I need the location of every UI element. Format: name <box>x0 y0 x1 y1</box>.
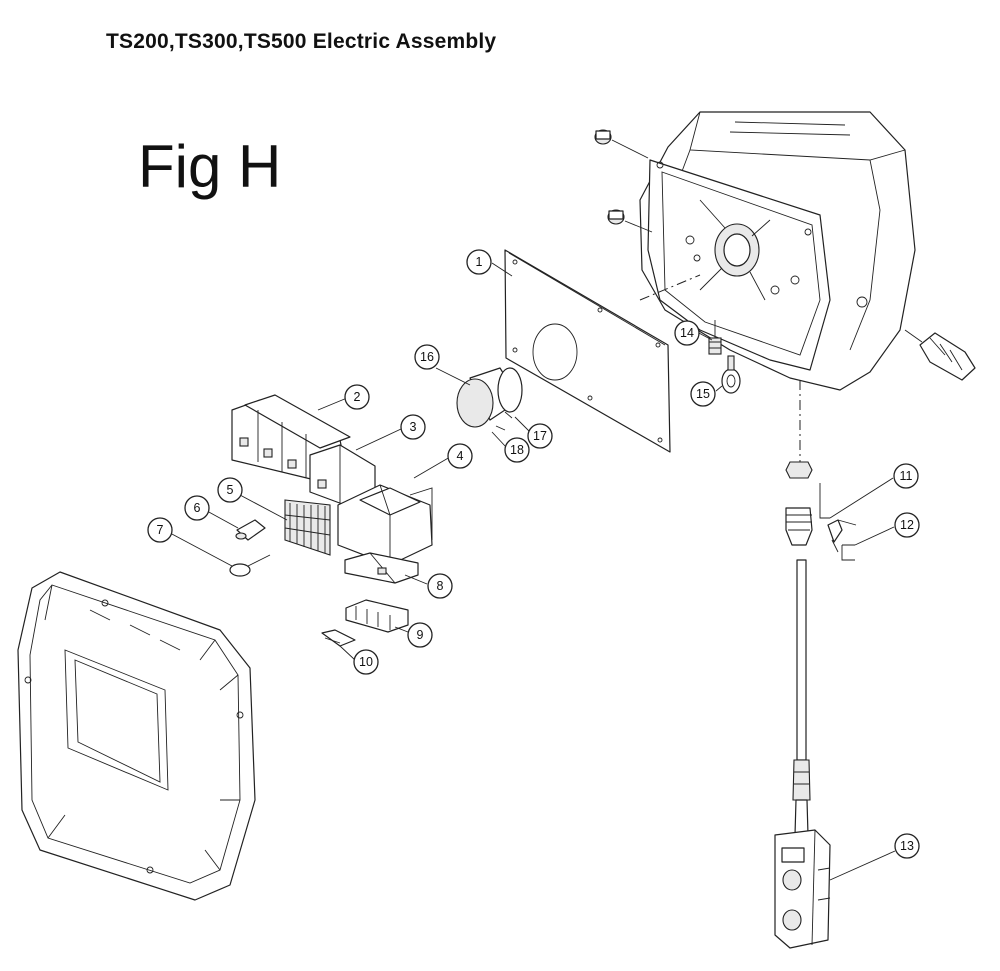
round-component <box>229 554 271 577</box>
callout-12-label: 12 <box>900 518 914 532</box>
callout-4: 4 <box>447 443 473 469</box>
callout-7: 7 <box>147 517 173 543</box>
callout-18: 18 <box>504 437 530 463</box>
callout-6-label: 6 <box>194 501 201 515</box>
capacitor <box>456 367 523 431</box>
mounting-plate <box>504 249 671 453</box>
cable-gland-lower <box>785 507 813 546</box>
callout-9-label: 9 <box>417 628 424 642</box>
callout-16-label: 16 <box>420 350 434 364</box>
callout-13: 13 <box>894 833 920 859</box>
motor-housing <box>639 111 916 391</box>
callout-3-label: 3 <box>410 420 417 434</box>
callout-18-label: 18 <box>510 443 524 457</box>
callout-2: 2 <box>344 384 370 410</box>
callout-5: 5 <box>217 477 243 503</box>
callout-1-label: 1 <box>476 255 483 269</box>
callout-11-label: 11 <box>900 469 913 483</box>
figure-label: Fig H <box>138 133 282 200</box>
housing-plug-top <box>594 129 649 159</box>
pendant-cable <box>792 559 811 836</box>
callout-1: 1 <box>466 249 492 275</box>
callout-10-label: 10 <box>359 655 373 669</box>
relay-component <box>235 519 266 541</box>
callout-15: 15 <box>690 381 716 407</box>
callout-5-label: 5 <box>227 483 234 497</box>
axis-line-board <box>639 274 701 301</box>
cable-strain-nut <box>785 461 813 479</box>
callout-15-label: 15 <box>696 387 710 401</box>
jumper-connector <box>321 629 356 647</box>
callout-14: 14 <box>674 320 700 346</box>
callout-10: 10 <box>353 649 379 675</box>
rectifier-module <box>344 552 419 584</box>
cable-gland-right <box>904 329 976 381</box>
callout-11: 11 <box>893 463 919 489</box>
ground-clip <box>827 519 857 553</box>
terminal-block <box>345 599 409 633</box>
leader-lines <box>169 262 896 881</box>
transformer <box>337 484 433 566</box>
contactor-single <box>309 444 376 506</box>
callout-13-label: 13 <box>900 839 914 853</box>
callout-8: 8 <box>427 573 453 599</box>
housing-cover <box>17 571 256 901</box>
terminal-strip <box>284 499 331 556</box>
callout-7-label: 7 <box>157 523 164 537</box>
callout-17-label: 17 <box>533 429 547 443</box>
breather-fitting <box>708 320 722 355</box>
callout-16: 16 <box>414 344 440 370</box>
callout-17: 17 <box>527 423 553 449</box>
callout-6: 6 <box>184 495 210 521</box>
callout-8-label: 8 <box>437 579 444 593</box>
callout-3: 3 <box>400 414 426 440</box>
pendant-control <box>774 829 831 949</box>
callout-9: 9 <box>407 622 433 648</box>
callout-14-label: 14 <box>680 326 694 340</box>
callout-2-label: 2 <box>354 390 361 404</box>
housing-plug-lower <box>607 209 653 233</box>
callout-4-label: 4 <box>457 449 464 463</box>
callout-12: 12 <box>894 512 920 538</box>
page-title: TS200,TS300,TS500 Electric Assembly <box>106 30 497 53</box>
eye-bolt <box>721 355 741 394</box>
